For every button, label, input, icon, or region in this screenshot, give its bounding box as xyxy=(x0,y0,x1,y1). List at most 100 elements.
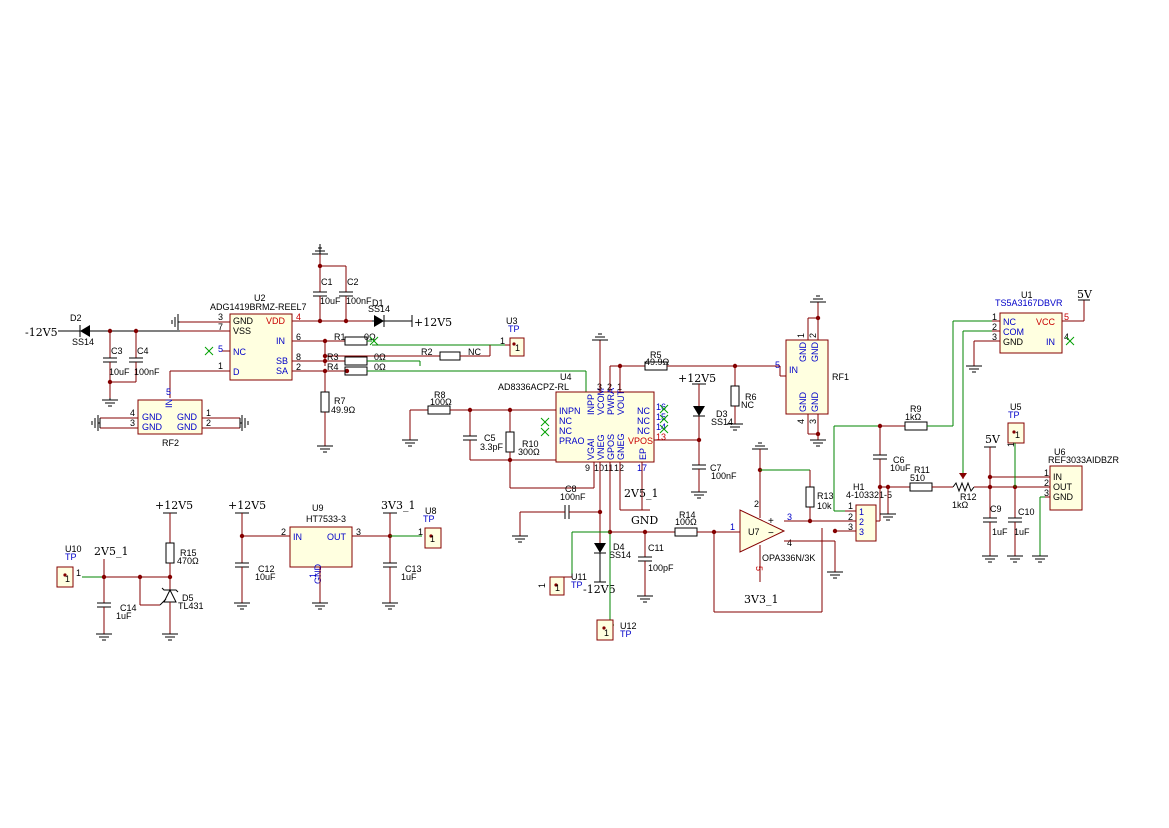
svg-text:3: 3 xyxy=(848,522,853,532)
capacitor-c1: C1 10uF xyxy=(313,266,341,321)
power-label-p12v5-top: +12V5 xyxy=(411,315,452,329)
power-label-p12v5-mid: +12V5 xyxy=(678,372,716,385)
svg-text:0Ω: 0Ω xyxy=(374,362,386,372)
capacitor-c8: C8 100nF xyxy=(560,484,586,519)
svg-text:U11: U11 xyxy=(571,572,587,582)
svg-text:GPOS: GPOS xyxy=(606,434,616,460)
svg-text:SS14: SS14 xyxy=(711,417,733,427)
svg-text:C14: C14 xyxy=(120,603,137,613)
testpoint-u8: U8 TP 1 1 xyxy=(418,506,442,549)
ground-symbol-c12 xyxy=(234,602,250,610)
ground-symbol-c9 xyxy=(982,555,998,563)
svg-text:R3: R3 xyxy=(327,352,339,362)
svg-text:RF1: RF1 xyxy=(832,372,849,382)
svg-text:GND: GND xyxy=(798,392,808,413)
svg-text:D4: D4 xyxy=(613,542,625,552)
capacitor-c11: C11 100pF xyxy=(638,532,674,596)
svg-text:1uF: 1uF xyxy=(992,527,1008,537)
svg-text:1: 1 xyxy=(1015,430,1020,440)
svg-text:GND: GND xyxy=(313,564,323,585)
svg-text:1kΩ: 1kΩ xyxy=(952,500,969,510)
svg-text:100nF: 100nF xyxy=(134,367,160,377)
testpoint-u11: U11 TP 1 1 xyxy=(537,572,587,596)
ground-symbol-c14 xyxy=(96,633,112,641)
svg-text:10uF: 10uF xyxy=(320,296,341,306)
svg-text:GND: GND xyxy=(142,422,163,432)
svg-text:VNEG: VNEG xyxy=(596,434,606,460)
capacitor-c2: C2 100nF xyxy=(339,266,372,321)
capacitor-c13: C13 1uF xyxy=(383,562,422,603)
svg-text:GND: GND xyxy=(177,422,198,432)
svg-text:3: 3 xyxy=(808,419,818,424)
svg-text:R9: R9 xyxy=(910,404,922,414)
svg-text:3: 3 xyxy=(218,312,223,322)
ground-symbol-r8 xyxy=(402,439,418,447)
svg-text:1: 1 xyxy=(515,343,520,353)
svg-text:-12V5: -12V5 xyxy=(25,326,58,339)
testpoint-u10: U10 TP 1 1 xyxy=(56,544,82,588)
svg-text:U8: U8 xyxy=(425,506,437,516)
svg-text:100Ω: 100Ω xyxy=(675,517,697,527)
svg-text:6: 6 xyxy=(296,332,301,342)
svg-text:D: D xyxy=(233,367,240,377)
svg-text:5: 5 xyxy=(754,566,764,571)
svg-text:5: 5 xyxy=(166,387,171,397)
capacitor-c5: C5 3.3pF xyxy=(463,433,504,460)
resistor-r2: R2 NC xyxy=(421,347,481,361)
svg-text:3V3_1: 3V3_1 xyxy=(381,499,415,512)
diode-d1: D1 SS14 xyxy=(368,298,412,327)
svg-text:GND: GND xyxy=(233,316,254,326)
svg-text:1: 1 xyxy=(418,527,423,537)
svg-text:SB: SB xyxy=(276,356,288,366)
svg-text:TL431: TL431 xyxy=(178,601,204,611)
svg-text:4: 4 xyxy=(787,538,792,548)
svg-text:1kΩ: 1kΩ xyxy=(905,412,922,422)
svg-text:C11: C11 xyxy=(648,543,664,553)
svg-text:GND: GND xyxy=(177,412,198,422)
svg-text:1: 1 xyxy=(218,361,223,371)
no-connect-r1 xyxy=(369,336,379,346)
svg-text:100pF: 100pF xyxy=(648,563,674,573)
svg-text:R4: R4 xyxy=(327,362,339,372)
svg-text:1: 1 xyxy=(76,568,81,578)
svg-text:3: 3 xyxy=(992,332,997,342)
connector-rf2: GND GND GND GND IN 5 4 3 1 2 RF2 xyxy=(100,387,240,448)
svg-text:TP: TP xyxy=(620,629,632,639)
svg-text:5: 5 xyxy=(218,344,223,354)
svg-text:100nF: 100nF xyxy=(346,296,372,306)
capacitor-c12: C12 10uF xyxy=(235,562,276,603)
svg-text:10uF: 10uF xyxy=(890,463,911,473)
svg-text:C3: C3 xyxy=(111,346,123,356)
svg-text:NC: NC xyxy=(559,426,572,436)
capacitor-c4: C4 100nF xyxy=(110,331,160,383)
svg-text:R14: R14 xyxy=(679,510,696,520)
svg-text:1: 1 xyxy=(308,573,318,578)
svg-text:NC: NC xyxy=(559,416,572,426)
svg-text:IN: IN xyxy=(164,399,174,408)
svg-text:2: 2 xyxy=(859,517,864,527)
resistor-r5: R5 49.9Ω xyxy=(644,350,670,371)
svg-text:U5: U5 xyxy=(1010,402,1022,412)
svg-text:R8: R8 xyxy=(434,390,446,400)
testpoint-u3: U3 TP 1 1 xyxy=(500,316,525,357)
svg-text:+12V5: +12V5 xyxy=(678,372,716,385)
svg-text:C7: C7 xyxy=(710,463,722,473)
svg-text:VDD: VDD xyxy=(266,316,286,326)
power-label-m12v5-left: -12V5 xyxy=(25,326,72,339)
svg-text:OPA336N/3K: OPA336N/3K xyxy=(762,553,815,563)
svg-text:VGAI: VGAI xyxy=(586,438,596,460)
svg-text:9: 9 xyxy=(585,463,590,473)
connector-rf1: GND GND GND GND IN 1 2 5 4 3 RF1 xyxy=(775,318,849,434)
svg-text:D5: D5 xyxy=(182,593,194,603)
svg-text:SA: SA xyxy=(276,366,288,376)
svg-text:C4: C4 xyxy=(137,346,149,356)
svg-text:2: 2 xyxy=(848,512,853,522)
capacitor-c14: C14 1uF xyxy=(97,577,137,634)
svg-text:PRAO: PRAO xyxy=(559,436,585,446)
svg-text:TP: TP xyxy=(65,552,77,562)
svg-text:R5: R5 xyxy=(650,350,662,360)
no-connect-u2-nc xyxy=(204,346,214,356)
svg-text:1: 1 xyxy=(848,501,853,511)
ground-symbol-r6 xyxy=(727,423,743,431)
ground-symbol-c6 xyxy=(880,513,896,521)
